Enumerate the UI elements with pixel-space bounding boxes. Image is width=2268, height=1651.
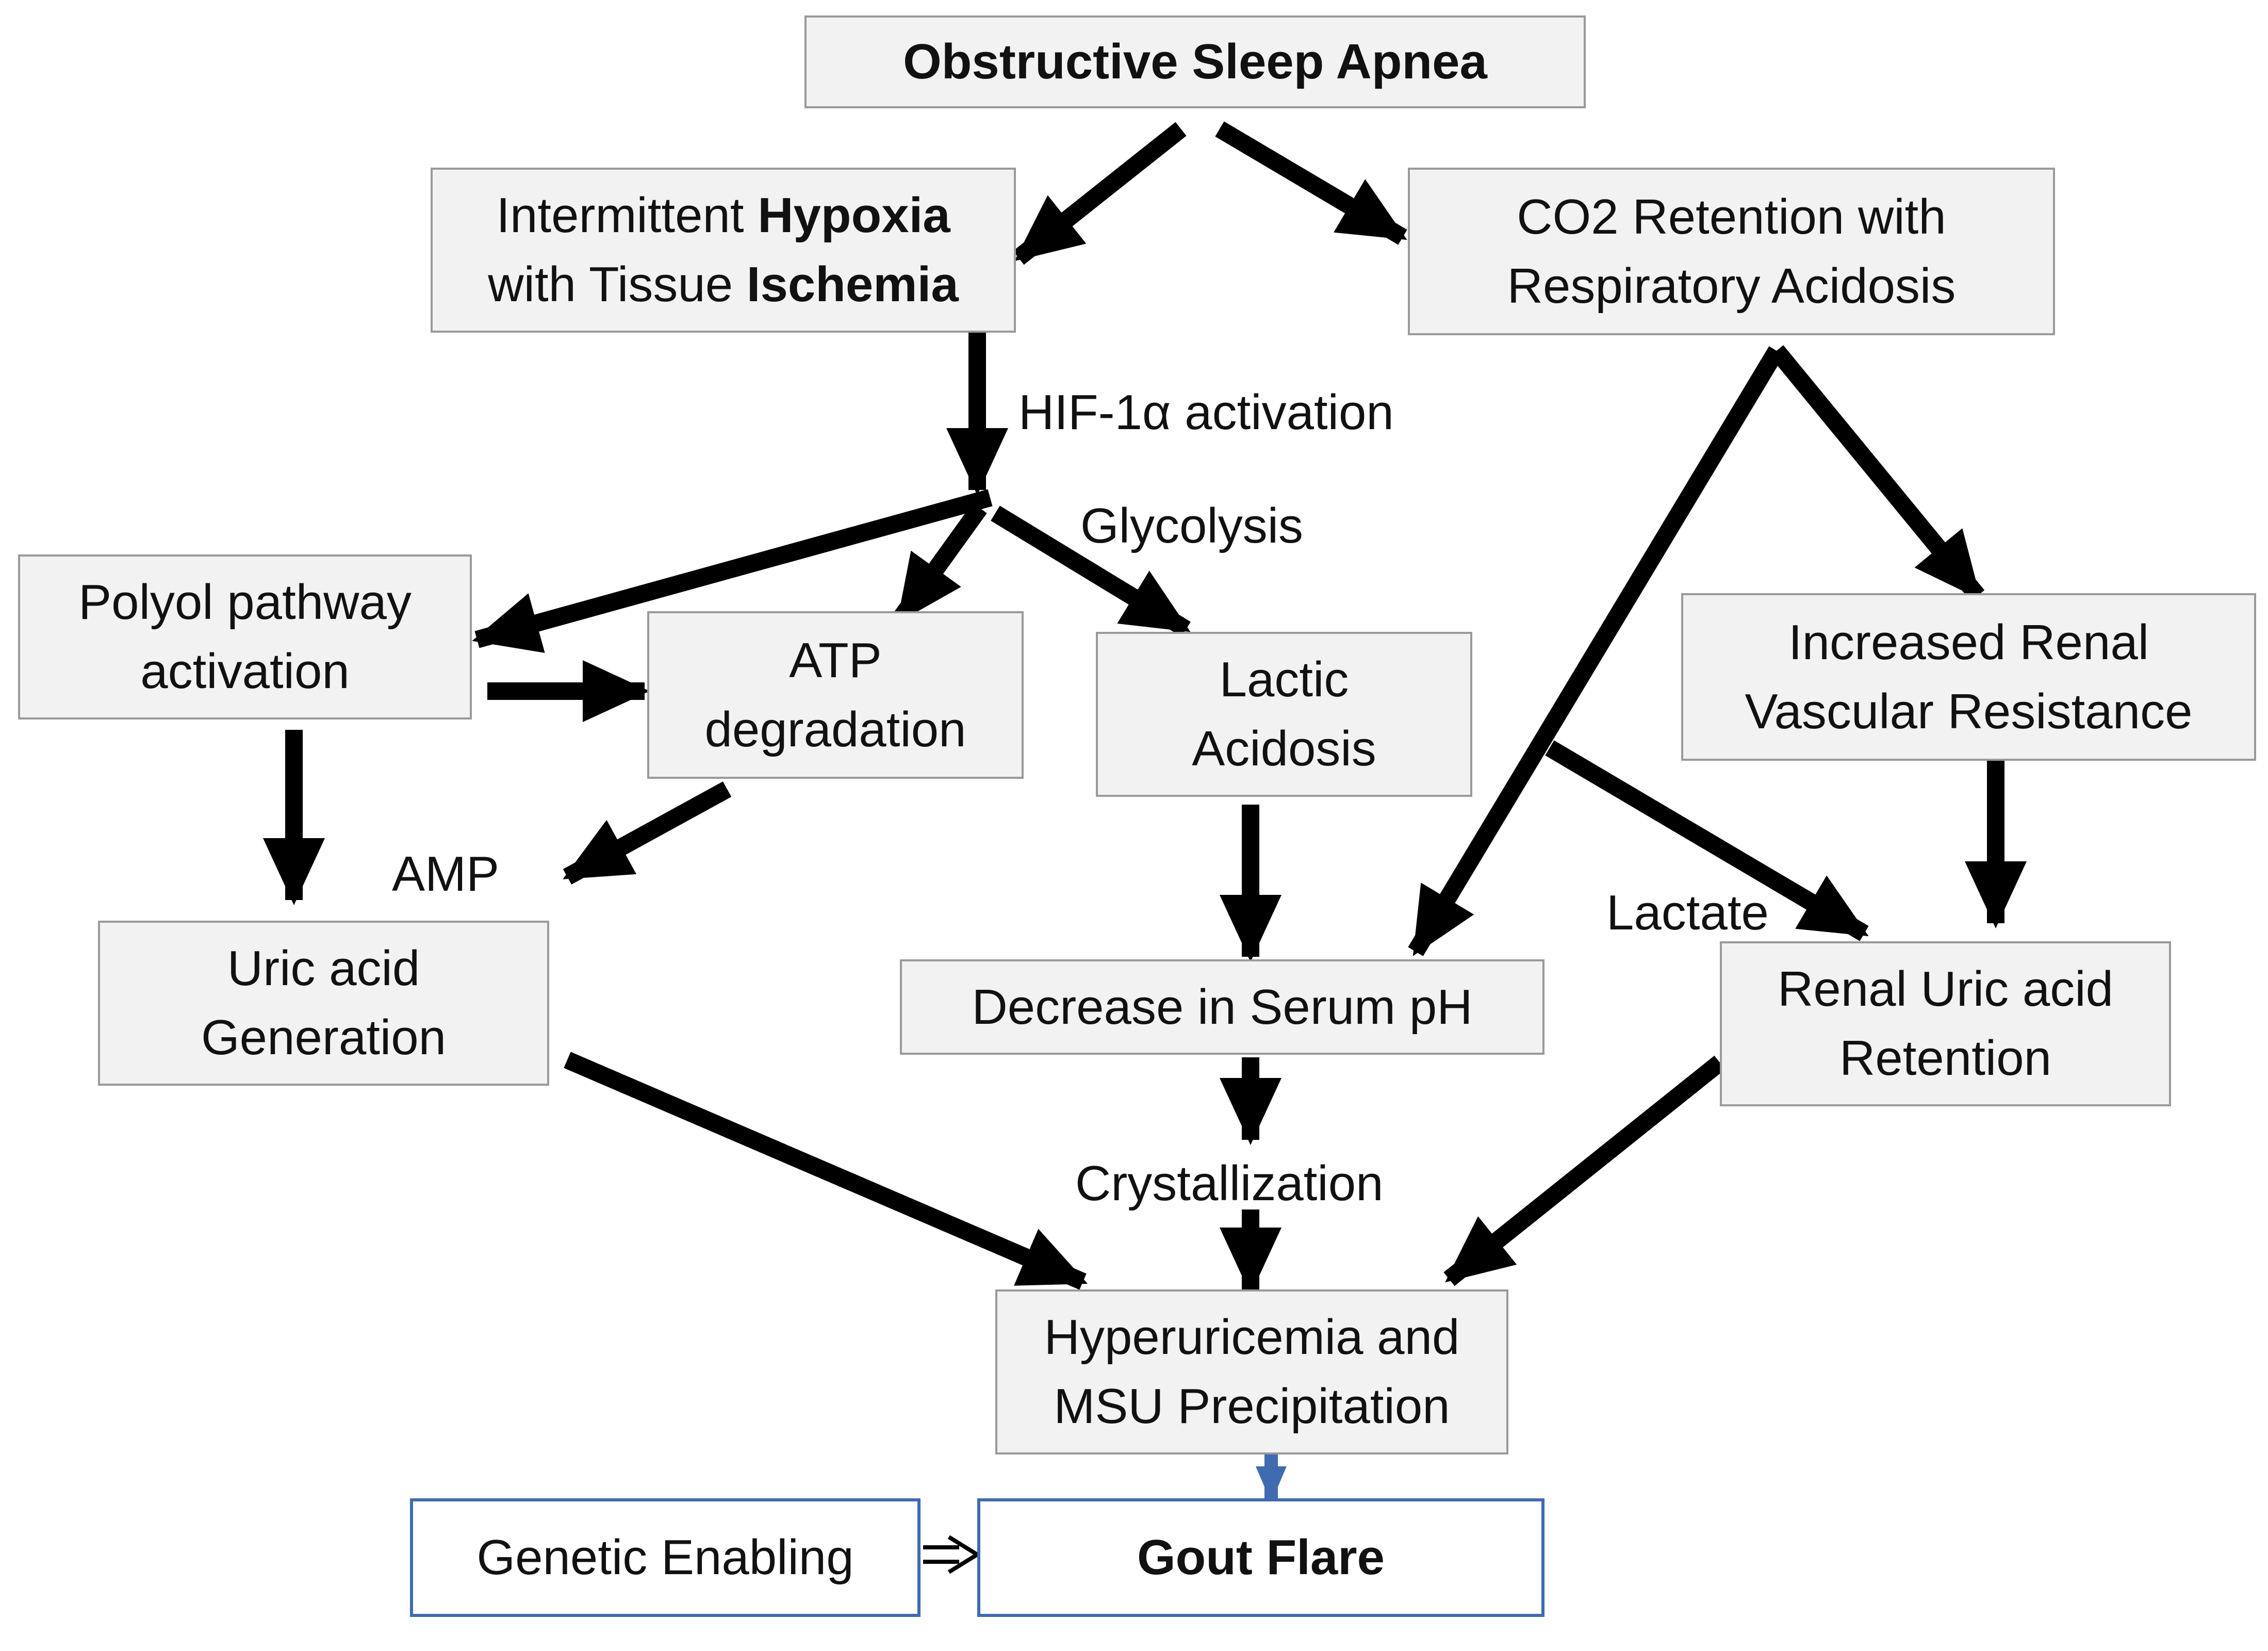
arrow-hub-to-lactic [991, 505, 1191, 637]
node-gout-flare: Gout Flare [977, 1498, 1544, 1617]
node-obstructive-sleep-apnea-text: Obstructive Sleep Apnea [903, 34, 1487, 89]
node-hypoxia-line2-text: with Tissue [488, 257, 747, 312]
node-polyol-line2: activation [140, 644, 350, 699]
node-hypoxia-line1: Intermittent Hypoxia [496, 181, 950, 250]
node-renal-uric-acid-retention: Renal Uric acid Retention [1720, 941, 2171, 1106]
label-crystallization: Crystallization [1075, 1156, 1384, 1211]
node-hyperuricemia-msu: Hyperuricemia and MSU Precipitation [995, 1289, 1508, 1454]
node-hypoxia-line1-text: Intermittent [496, 188, 758, 243]
node-polyol-line1: Polyol pathway [78, 575, 412, 630]
arrow-osa-to-co2 [1215, 121, 1407, 245]
node-atp-line1: ATP [789, 632, 882, 688]
node-atp-degradation: ATP degradation [647, 611, 1024, 779]
node-hyperuricemia-line2: MSU Precipitation [1054, 1379, 1450, 1434]
arrow-co2-to-renal-resistance [1769, 345, 1985, 601]
label-glycolysis: Glycolysis [1080, 498, 1304, 553]
arrow-hub-to-polyol [472, 489, 993, 653]
arrow-hub-to-atp [893, 503, 987, 624]
node-serum-ph-text: Decrease in Serum pH [972, 979, 1473, 1035]
node-polyol-pathway: Polyol pathway activation [18, 554, 472, 720]
node-renal-vascular-resistance: Increased Renal Vascular Resistance [1681, 593, 2256, 761]
node-renal-ret-line1: Renal Uric acid [1778, 961, 2113, 1017]
node-hypoxia-line2-bold: Ischemia [746, 257, 959, 312]
arrow-branch-to-renal-retention [1545, 740, 1869, 941]
node-hyperuricemia-line1: Hyperuricemia and [1044, 1310, 1460, 1365]
node-lactic-acidosis: Lactic Acidosis [1096, 632, 1472, 797]
node-renal-res-line2: Vascular Resistance [1745, 683, 2193, 739]
arrow-genetic-to-gout [923, 1535, 981, 1574]
node-co2-line2: Respiratory Acidosis [1507, 258, 1956, 314]
node-uric-gen-line1: Uric acid [227, 941, 420, 996]
label-hif-activation: HIF-1α activation [1018, 385, 1394, 440]
node-hypoxia-ischemia: Intermittent Hypoxia with Tissue Ischemi… [431, 168, 1016, 333]
node-lactic-line2: Acidosis [1192, 721, 1376, 776]
node-genetic-text: Genetic Enabling [476, 1530, 854, 1585]
node-gout-text: Gout Flare [1137, 1530, 1385, 1585]
arrow-co2-to-serum-ph [1408, 346, 1784, 956]
node-decrease-serum-ph: Decrease in Serum pH [900, 959, 1544, 1055]
arrow-uric-gen-to-hyperuricemia [564, 1052, 1088, 1290]
node-uric-acid-generation: Uric acid Generation [98, 921, 549, 1086]
node-co2-line1: CO2 Retention with [1517, 189, 1946, 244]
node-obstructive-sleep-apnea: Obstructive Sleep Apnea [804, 15, 1586, 108]
node-atp-line2: degradation [704, 701, 966, 757]
node-co2-retention: CO2 Retention with Respiratory Acidosis [1408, 168, 2055, 335]
arrow-renal-retention-to-hyperuricemia [1443, 1055, 1725, 1286]
node-renal-ret-line2: Retention [1839, 1031, 2051, 1086]
node-hypoxia-line1-bold: Hypoxia [758, 188, 950, 243]
node-hypoxia-line2: with Tissue Ischemia [488, 250, 958, 319]
arrow-osa-to-hypoxia [1013, 122, 1187, 265]
node-genetic-enabling: Genetic Enabling [410, 1498, 921, 1617]
node-lactic-line1: Lactic [1219, 652, 1349, 707]
arrow-atp-to-amp [563, 781, 732, 885]
node-uric-gen-line2: Generation [201, 1010, 446, 1065]
label-amp: AMP [392, 846, 500, 902]
label-lactate: Lactate [1606, 885, 1769, 940]
node-renal-res-line1: Increased Renal [1788, 614, 2149, 670]
